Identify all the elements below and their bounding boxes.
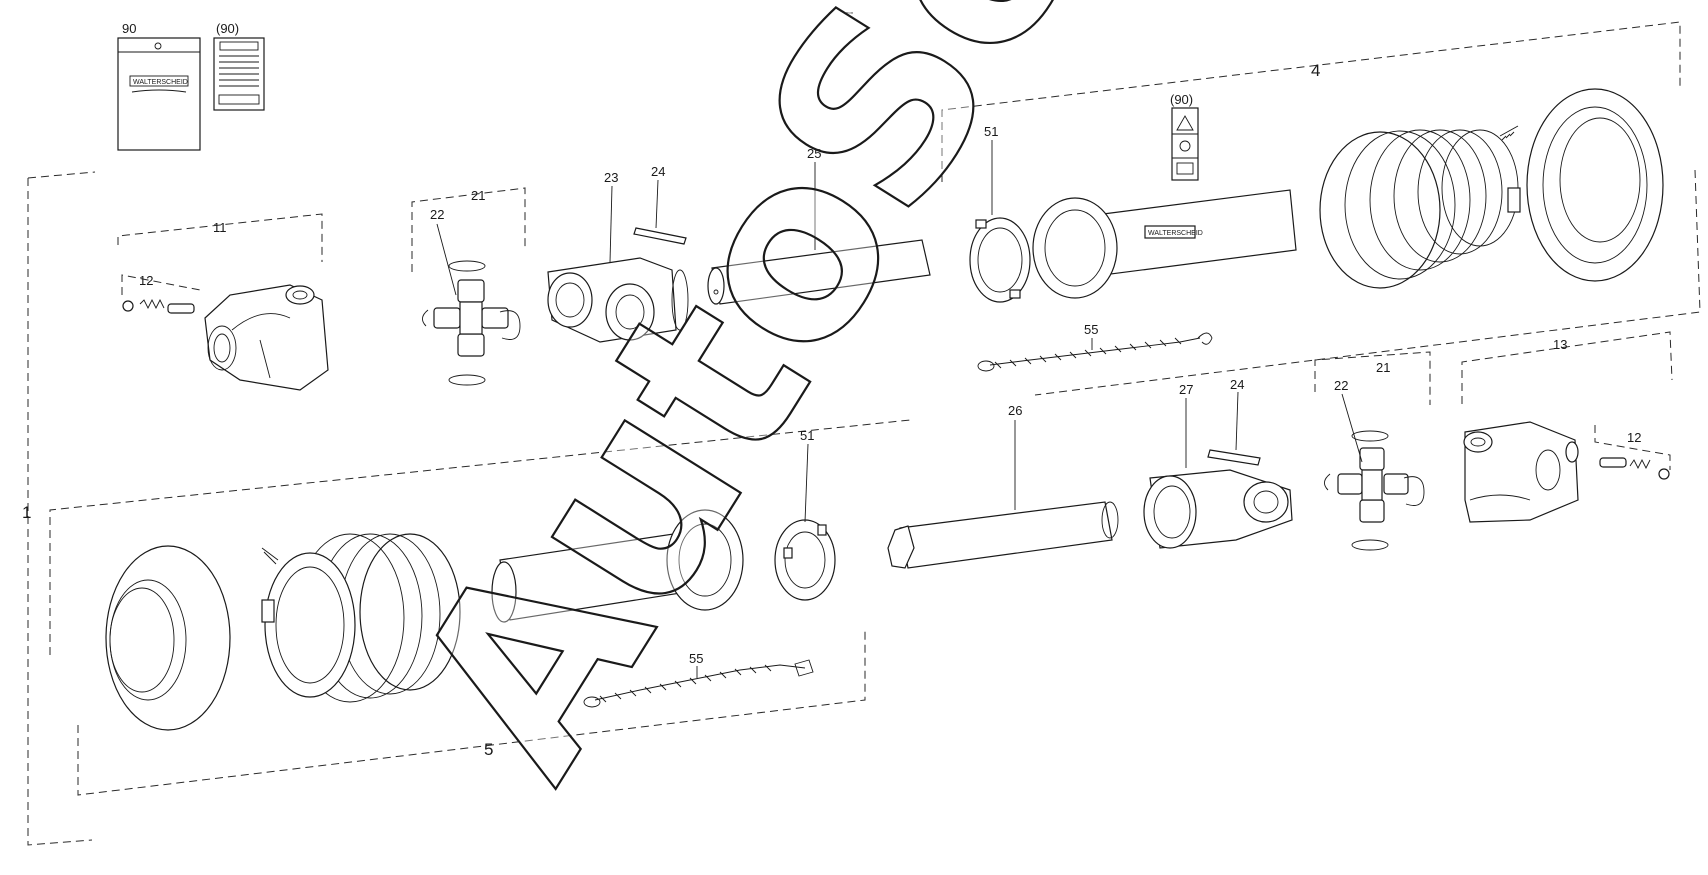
guard-cone-upper bbox=[1526, 88, 1664, 282]
group-21a-box bbox=[411, 187, 526, 272]
callout-55-lower: 55 bbox=[689, 651, 703, 666]
callout-26: 26 bbox=[1008, 403, 1022, 418]
callout-51-lower: 51 bbox=[800, 428, 814, 443]
group-5-box-top bbox=[49, 419, 911, 655]
warning-sticker bbox=[1171, 107, 1199, 181]
group-12b-box bbox=[1594, 425, 1671, 470]
callout-labels: 90 (90) (90) 1 4 5 11 12 12 13 21 21 22 … bbox=[22, 21, 1641, 759]
callout-13: 13 bbox=[1553, 337, 1567, 352]
callout-22-upper: 22 bbox=[430, 207, 444, 222]
label-card-90-alt bbox=[213, 37, 265, 111]
part-51-bearing-ring-upper bbox=[969, 217, 1031, 303]
callout-90-sticker: (90) bbox=[1170, 92, 1193, 107]
assembly-group-boxes bbox=[27, 21, 1701, 846]
callout-4: 4 bbox=[1311, 61, 1320, 80]
group-4-box-right bbox=[1034, 169, 1701, 396]
outer-guard-tube-upper: WALTERSCHEID bbox=[1032, 189, 1297, 299]
callout-23: 23 bbox=[604, 170, 618, 185]
group-12a-box bbox=[121, 274, 201, 295]
callout-25: 25 bbox=[807, 146, 821, 161]
callout-21-upper: 21 bbox=[471, 188, 485, 203]
header-mark: ⁼ ▫▫▫ bbox=[840, 10, 853, 17]
callout-22-lower: 22 bbox=[1334, 378, 1348, 393]
part-23-inner-yoke bbox=[547, 257, 689, 343]
callout-21-lower: 21 bbox=[1376, 360, 1390, 375]
part-13-yoke bbox=[1463, 421, 1579, 523]
part-24-pin-lower bbox=[1207, 449, 1261, 466]
callout-24-lower: 24 bbox=[1230, 377, 1244, 392]
group-21b-box bbox=[1314, 351, 1431, 405]
screw-upper bbox=[1499, 125, 1519, 141]
callout-51-upper: 51 bbox=[984, 124, 998, 139]
watermark-text: AutoSoft bbox=[358, 0, 1263, 821]
group-1-bracket bbox=[27, 178, 93, 846]
part-25-inner-tube bbox=[707, 239, 931, 305]
guard-bellows-upper bbox=[1319, 129, 1521, 289]
callout-11: 11 bbox=[213, 220, 227, 235]
part-11-yoke bbox=[204, 284, 329, 391]
brand-logo-text: WALTERSCHEID bbox=[133, 79, 188, 86]
part-27-inner-yoke-lower bbox=[1143, 469, 1293, 549]
part-24-pin-upper bbox=[633, 227, 687, 245]
part-22-cross-upper bbox=[422, 260, 521, 386]
callout-90-alt: (90) bbox=[216, 21, 239, 36]
part-51-bearing-ring-lower bbox=[774, 519, 836, 601]
guard-cone-lower bbox=[105, 545, 231, 731]
label-card-90: WALTERSCHEID bbox=[117, 37, 201, 151]
callout-12-left: 12 bbox=[139, 273, 153, 288]
leader-lines bbox=[436, 140, 1363, 678]
group-11-box bbox=[117, 213, 323, 262]
part-55-chain-upper bbox=[977, 332, 1213, 372]
part-26-inner-tube-lower bbox=[887, 501, 1119, 569]
part-12-bolt-right bbox=[1599, 457, 1670, 480]
group-13-box bbox=[1461, 331, 1673, 404]
part-22-cross-lower bbox=[1324, 430, 1425, 551]
callout-1: 1 bbox=[22, 503, 31, 522]
callout-27: 27 bbox=[1179, 382, 1193, 397]
part-12-bolt-left bbox=[122, 298, 195, 314]
brand-tube-text: WALTERSCHEID bbox=[1148, 230, 1203, 237]
callout-12-right: 12 bbox=[1627, 430, 1641, 445]
part-55-chain-lower bbox=[583, 659, 814, 708]
outer-guard-tube-lower bbox=[491, 509, 744, 623]
group-5-box-bottom bbox=[77, 628, 866, 796]
guard-bellows-lower bbox=[261, 533, 461, 703]
group-4-box-top bbox=[941, 21, 1681, 182]
callout-90: 90 bbox=[122, 21, 136, 36]
callout-24-upper: 24 bbox=[651, 164, 665, 179]
callout-5: 5 bbox=[484, 740, 493, 759]
screw-lower bbox=[261, 547, 279, 565]
callout-55-upper: 55 bbox=[1084, 322, 1098, 337]
